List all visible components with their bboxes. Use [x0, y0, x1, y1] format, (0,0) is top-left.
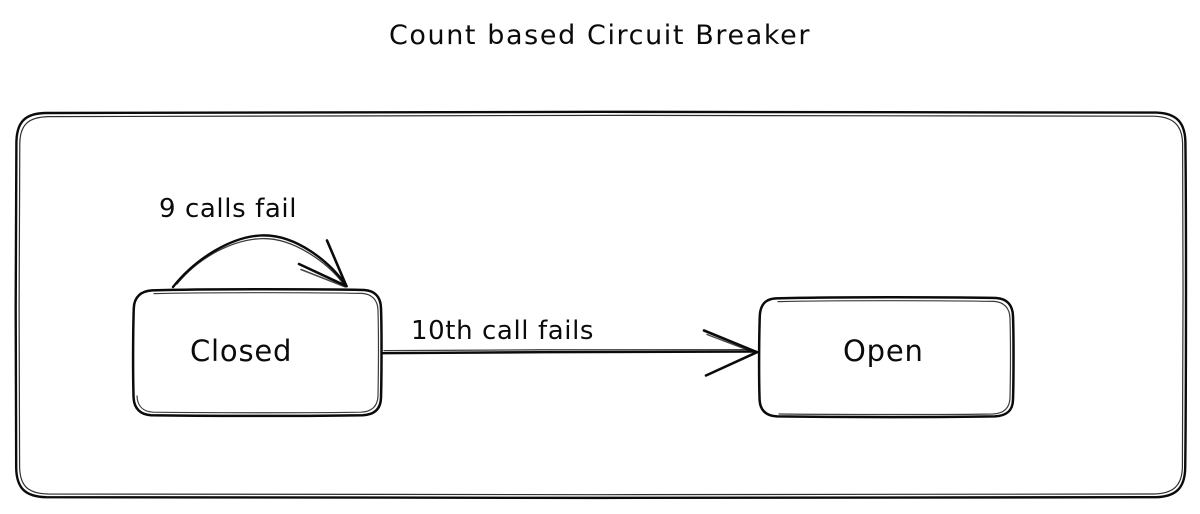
transition-label-closed-to-open: 10th call fails — [411, 316, 595, 346]
state-label-closed: Closed — [190, 334, 293, 368]
transition-closed-self-loop[interactable] — [171, 234, 348, 289]
state-box-open[interactable] — [757, 296, 1015, 419]
page-title: Count based Circuit Breaker — [388, 20, 812, 51]
transition-closed-to-open[interactable] — [380, 329, 759, 377]
state-box-closed[interactable] — [131, 288, 383, 418]
transition-label-closed-self-loop: 9 calls fail — [159, 194, 298, 224]
circuit-breaker-container — [14, 110, 1188, 500]
state-label-open: Open — [843, 334, 924, 368]
